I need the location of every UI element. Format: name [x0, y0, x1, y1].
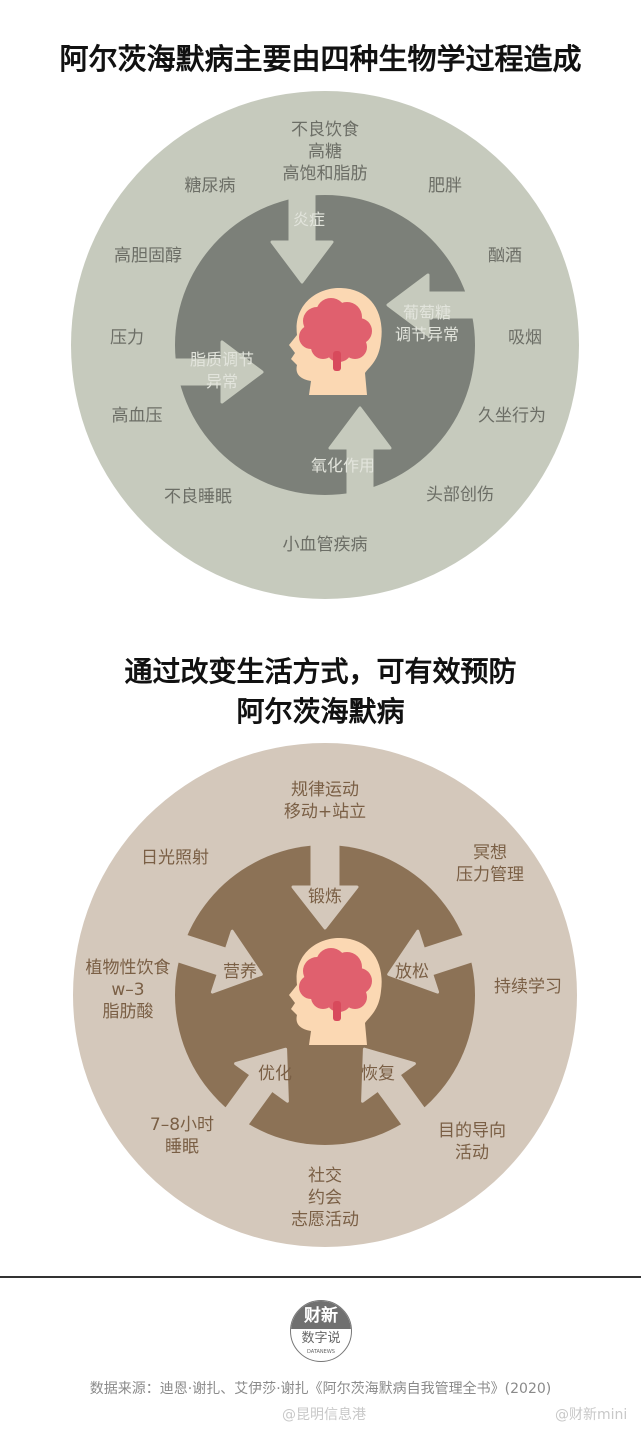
brain-stem	[333, 1001, 341, 1021]
label-purpose: 目的导向 活动	[438, 1121, 506, 1163]
divider	[0, 1276, 641, 1278]
prevention-diagram-graphic	[73, 743, 577, 1247]
label-poor-sleep: 不良睡眠	[164, 487, 232, 507]
label-smoking: 吸烟	[508, 328, 542, 348]
label-sedentary: 久坐行为	[478, 406, 546, 426]
arrow-3	[220, 1047, 289, 1132]
head-brain-icon	[289, 937, 382, 1045]
label-head-trauma: 头部创伤	[426, 485, 494, 505]
label-plant-diet: 植物性饮食 w–3 脂肪酸	[85, 958, 171, 1022]
brain-stem	[333, 351, 341, 371]
label-obesity: 肥胖	[428, 176, 462, 196]
logo-top-text: 财新	[291, 1301, 351, 1329]
arrow-0	[291, 835, 359, 930]
arrow-1	[387, 929, 481, 994]
causes-diagram-graphic	[71, 91, 579, 599]
label-meditation: 冥想 压力管理	[456, 843, 524, 885]
arrow-4	[169, 929, 263, 994]
label-alcohol: 酗酒	[488, 246, 522, 266]
label-nutrition: 营养	[223, 962, 257, 982]
label-diet: 不良饮食 高糖 高饱和脂肪	[282, 120, 368, 184]
brain-lobe	[299, 975, 323, 999]
label-hypertension: 高血压	[111, 406, 163, 426]
head-brain-icon	[289, 287, 382, 395]
label-sleep-hours: 7–8小时 睡眠	[149, 1115, 215, 1157]
brain-lobe	[299, 325, 323, 349]
label-sunlight: 日光照射	[141, 848, 209, 868]
arrow-0	[270, 185, 334, 284]
label-stress: 压力	[110, 328, 144, 348]
label-optimize: 优化	[258, 1064, 292, 1084]
label-diabetes: 糖尿病	[184, 176, 236, 196]
logo-bottom-text: 数字说	[301, 1331, 341, 1346]
label-small-vessel: 小血管疾病	[282, 535, 368, 555]
label-learning: 持续学习	[494, 977, 562, 997]
logo-sub-text: DATANEWS	[307, 1349, 335, 1355]
label-glucose: 葡萄糖 调节异常	[394, 303, 460, 344]
brain-lobe	[319, 965, 351, 997]
weibo-watermark-1: @昆明信息港	[282, 1407, 366, 1423]
arrow-2	[361, 1047, 430, 1132]
arrow-3	[165, 340, 264, 404]
data-source: 数据来源：迪恩·谢扎、艾伊莎·谢扎《阿尔茨海默病自我管理全书》(2020)	[89, 1381, 552, 1397]
weibo-watermark-2: @财新mini	[555, 1407, 628, 1423]
title-prevention: 通过改变生活方式，可有效预防 阿尔茨海默病	[124, 655, 517, 728]
label-social: 社交 约会 志愿活动	[291, 1166, 359, 1230]
label-oxidation: 氧化作用	[310, 456, 376, 475]
label-lipid: 脂质调节 异常	[189, 350, 255, 391]
label-cholesterol: 高胆固醇	[114, 246, 182, 266]
label-inflammation: 炎症	[292, 210, 326, 229]
label-exercise-regular: 规律运动 移动+站立	[283, 780, 367, 822]
arrow-1	[386, 273, 485, 337]
label-relax: 放松	[395, 962, 429, 982]
label-exercise: 锻炼	[308, 887, 342, 907]
arrow-2	[328, 406, 392, 505]
title-causes: 阿尔茨海默病主要由四种生物学过程造成	[59, 42, 582, 76]
brain-lobe	[319, 315, 351, 347]
label-recover: 恢复	[361, 1064, 395, 1084]
caixin-logo: 财新 数字说 DATANEWS	[290, 1300, 352, 1362]
